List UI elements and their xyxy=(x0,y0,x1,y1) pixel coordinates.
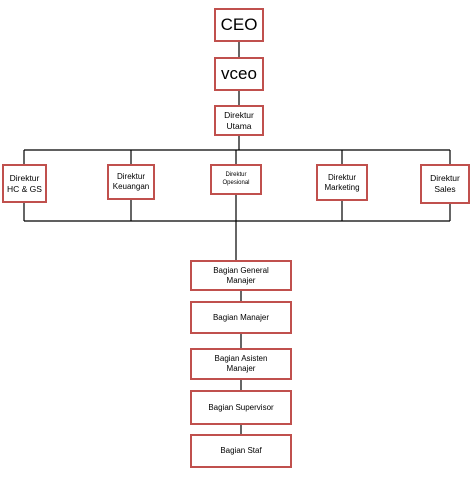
direktur-utama-box: Direktur Utama xyxy=(214,105,264,136)
bagian-asisten-manajer-box: Bagian Asisten Manajer xyxy=(190,348,292,380)
direktur-opesional-box: Direktur Opesional xyxy=(210,164,262,195)
ceo-box: CEO xyxy=(214,8,264,42)
bagian-supervisor-box: Bagian Supervisor xyxy=(190,390,292,425)
direktur-sales-box: Direktur Sales xyxy=(420,164,470,204)
direktur-hc-gs-box: Direktur HC & GS xyxy=(2,164,47,203)
direktur-marketing-box: Direktur Marketing xyxy=(316,164,368,201)
bagian-manajer-box: Bagian Manajer xyxy=(190,301,292,334)
vceo-box: vceo xyxy=(214,57,264,91)
bagian-staf-box: Bagian Staf xyxy=(190,434,292,468)
direktur-keuangan-box: Direktur Keuangan xyxy=(107,164,155,200)
bagian-general-manajer-box: Bagian General Manajer xyxy=(190,260,292,291)
